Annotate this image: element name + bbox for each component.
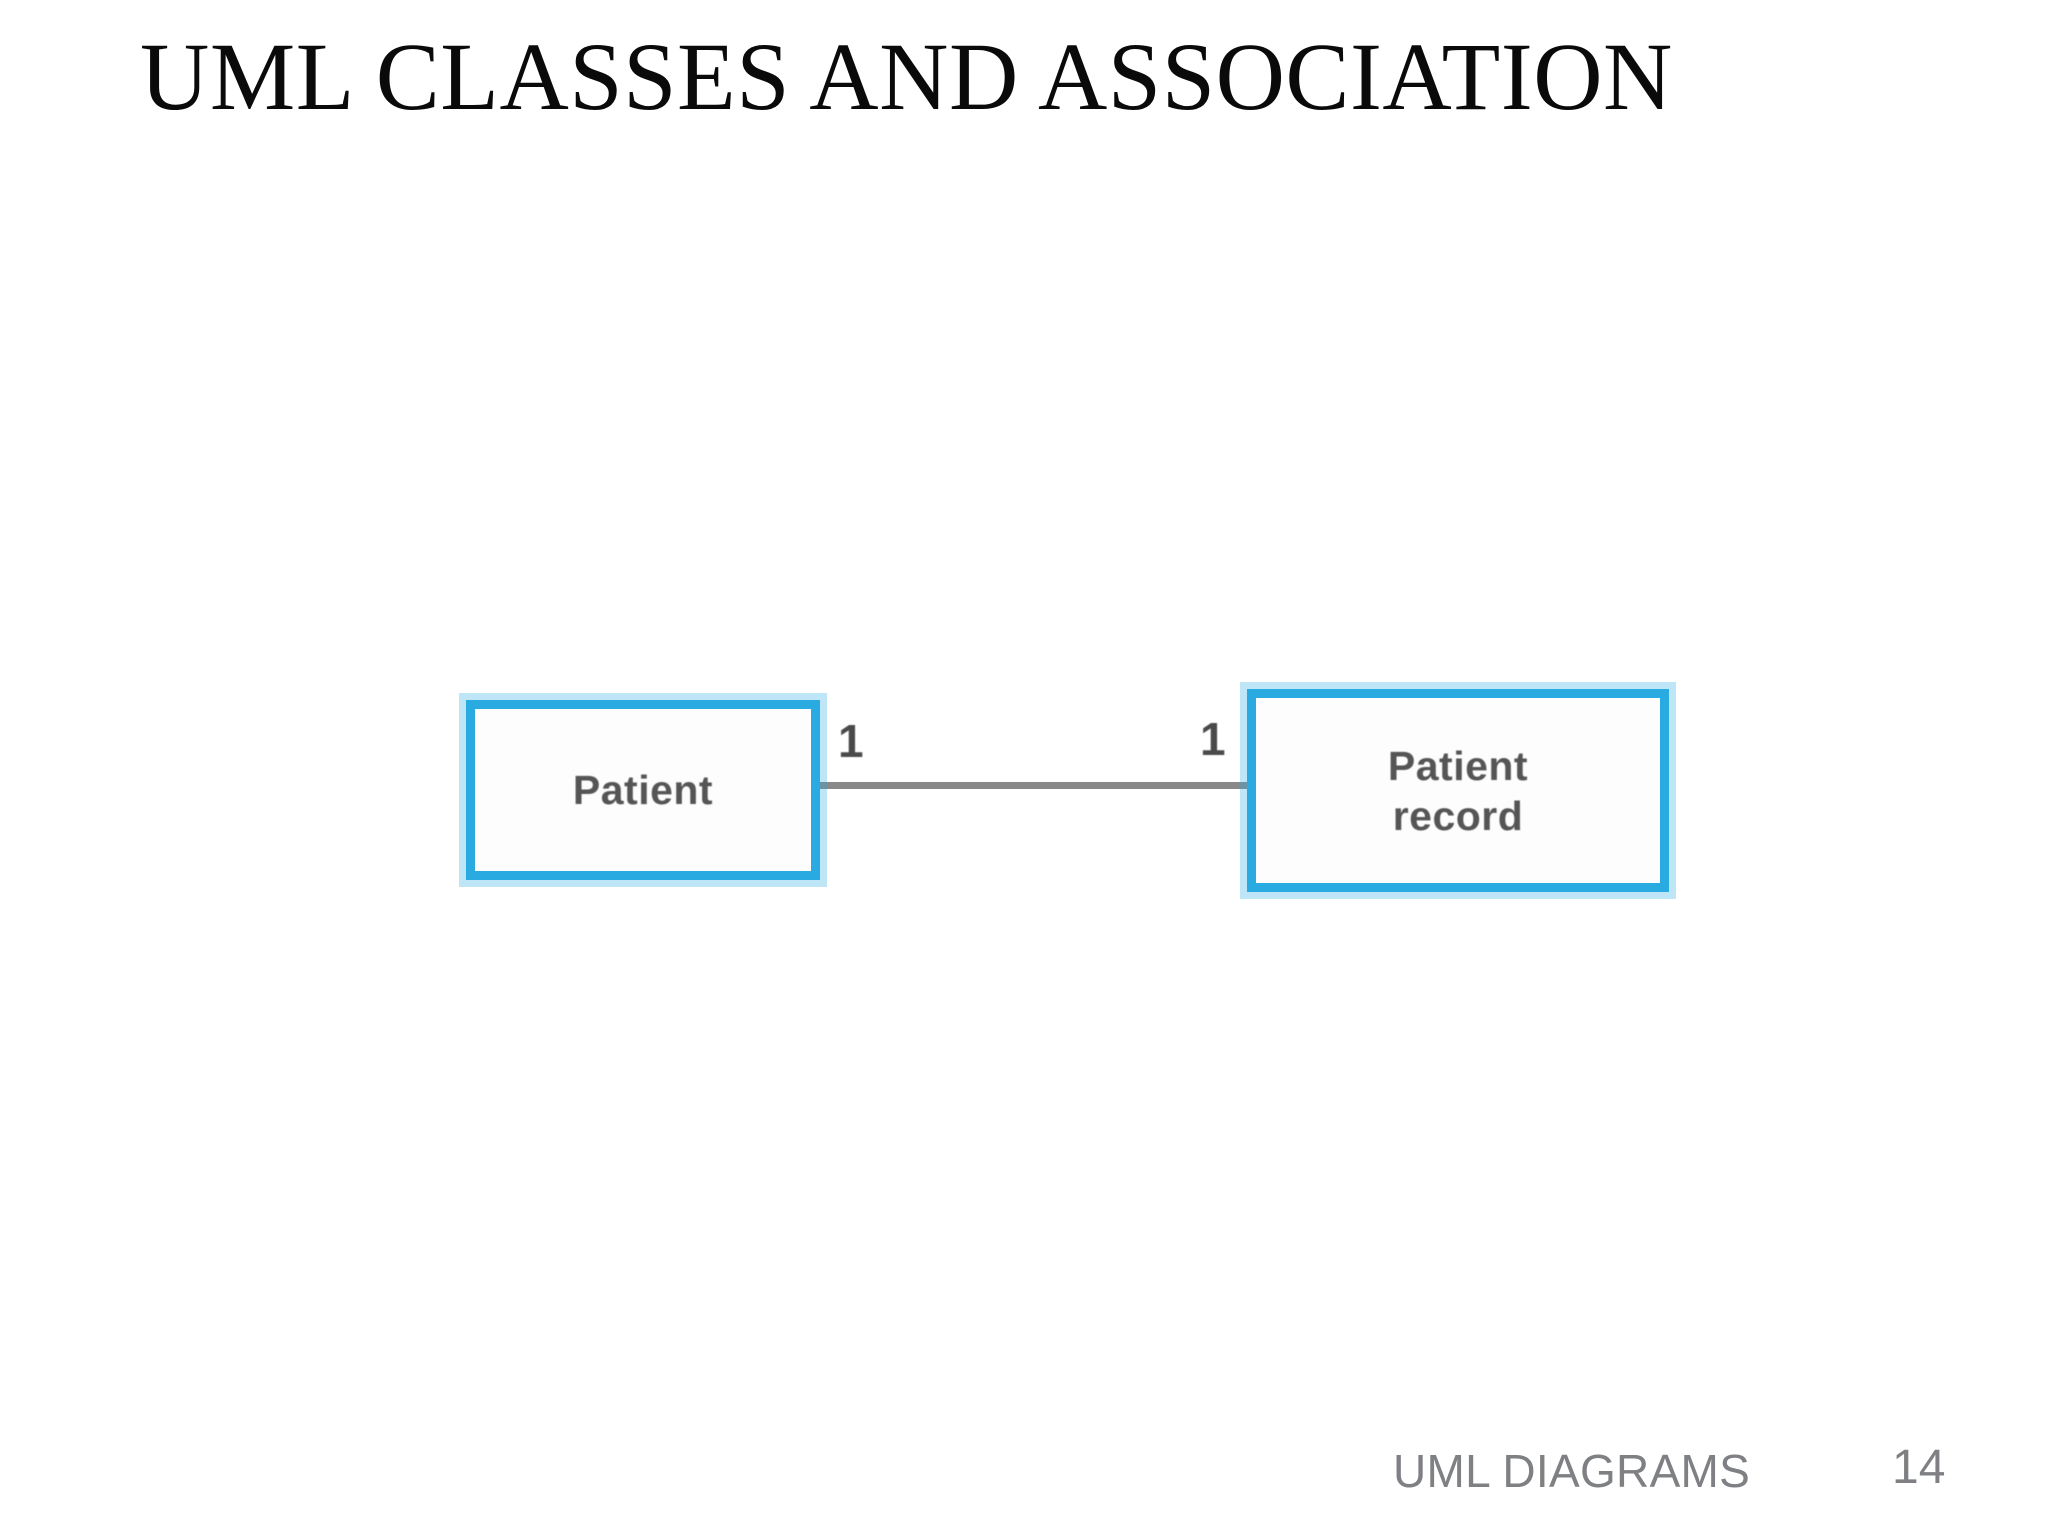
uml-class-box-patient-record[interactable]: Patient record [1247,689,1669,892]
association-line-patient-patient-record [818,782,1250,789]
uml-class-box-patient[interactable]: Patient [466,700,820,880]
footer-page-number: 14 [1892,1441,1946,1494]
multiplicity-label-source: 1 [838,715,864,767]
footer-section-label: UML DIAGRAMS [1393,1445,1751,1497]
page-title: UML CLASSES AND ASSOCIATION [140,23,1673,130]
uml-class-name-patient-record: Patient record [1387,742,1529,839]
multiplicity-label-target: 1 [1200,713,1226,765]
uml-class-name-patient: Patient [572,767,714,813]
